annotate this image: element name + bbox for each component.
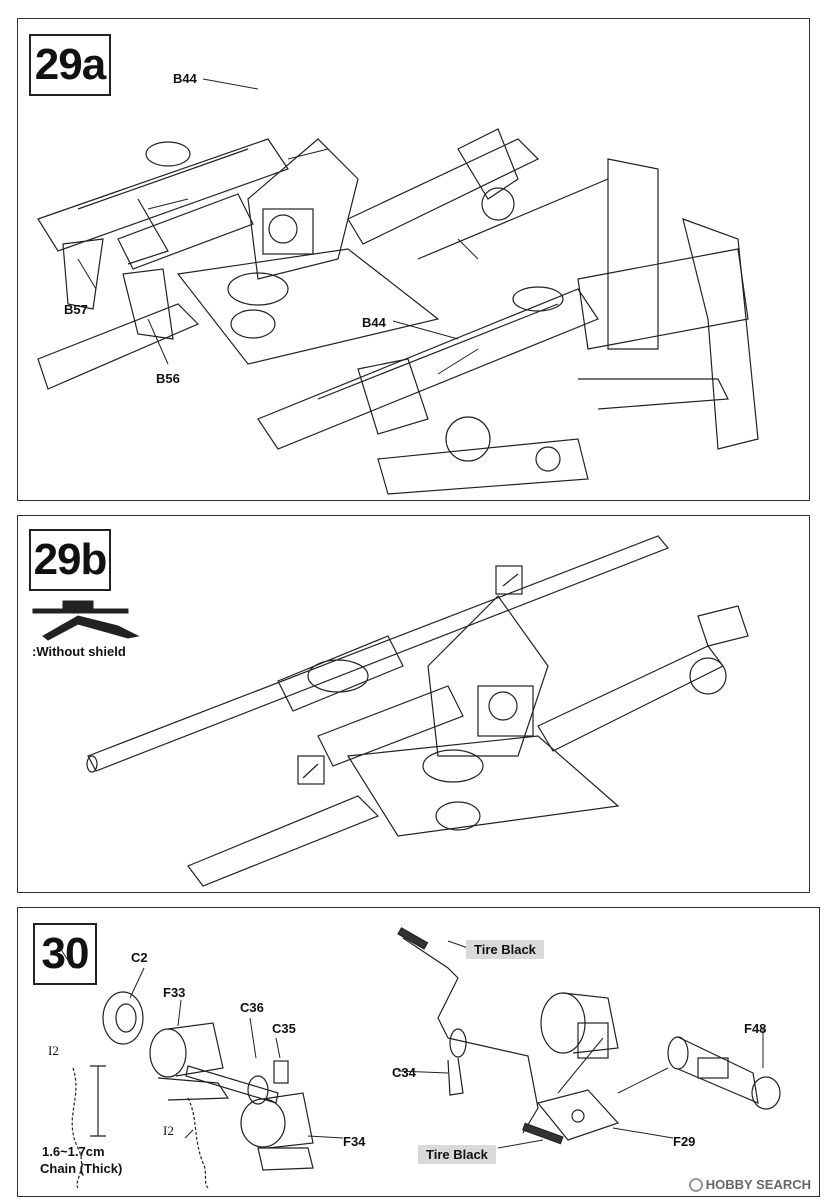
gun-assembly-illustration	[37, 78, 759, 495]
part-label-c34: C34	[392, 1065, 416, 1080]
part-label-b56: B56	[156, 371, 180, 386]
part-label-b57: B57	[64, 302, 88, 317]
chain-type: Chain (Thick)	[40, 1161, 123, 1176]
part-label-i2: I2	[163, 1123, 174, 1138]
part-label-f29: F29	[673, 1134, 696, 1149]
step-number: 30	[33, 923, 97, 985]
part-label-c35: C35	[272, 1021, 296, 1036]
step-29a-panel: 29a	[17, 18, 810, 501]
part-label-f34: F34	[343, 1134, 366, 1149]
chain-length: 1.6~1.7cm	[42, 1144, 105, 1159]
without-shield-note: :Without shield	[32, 644, 126, 659]
part-label-f33: F33	[163, 985, 186, 1000]
part-label-c2: C2	[131, 950, 148, 965]
step-number: 29a	[29, 34, 111, 96]
part-label-c36: C36	[240, 1000, 264, 1015]
gun-without-shield-illustration	[32, 535, 749, 887]
part-label-b44: B44	[362, 315, 386, 330]
watermark: HOBBY SEARCH	[688, 1177, 811, 1192]
part-label-f48: F48	[744, 1021, 767, 1036]
paint-callout: Tire Black	[418, 1145, 496, 1164]
step-number: 29b	[29, 529, 111, 591]
paint-callout: Tire Black	[466, 940, 544, 959]
part-label-b44: B44	[173, 71, 197, 86]
step-29b-panel: 29b	[17, 515, 810, 893]
step-30-panel: 30	[17, 907, 820, 1197]
hobby-search-logo-icon	[688, 1178, 703, 1192]
part-label-i2: I2	[48, 1043, 59, 1058]
gun-silhouette-icon	[32, 600, 140, 641]
winch-assembly-illustration	[59, 927, 781, 1189]
